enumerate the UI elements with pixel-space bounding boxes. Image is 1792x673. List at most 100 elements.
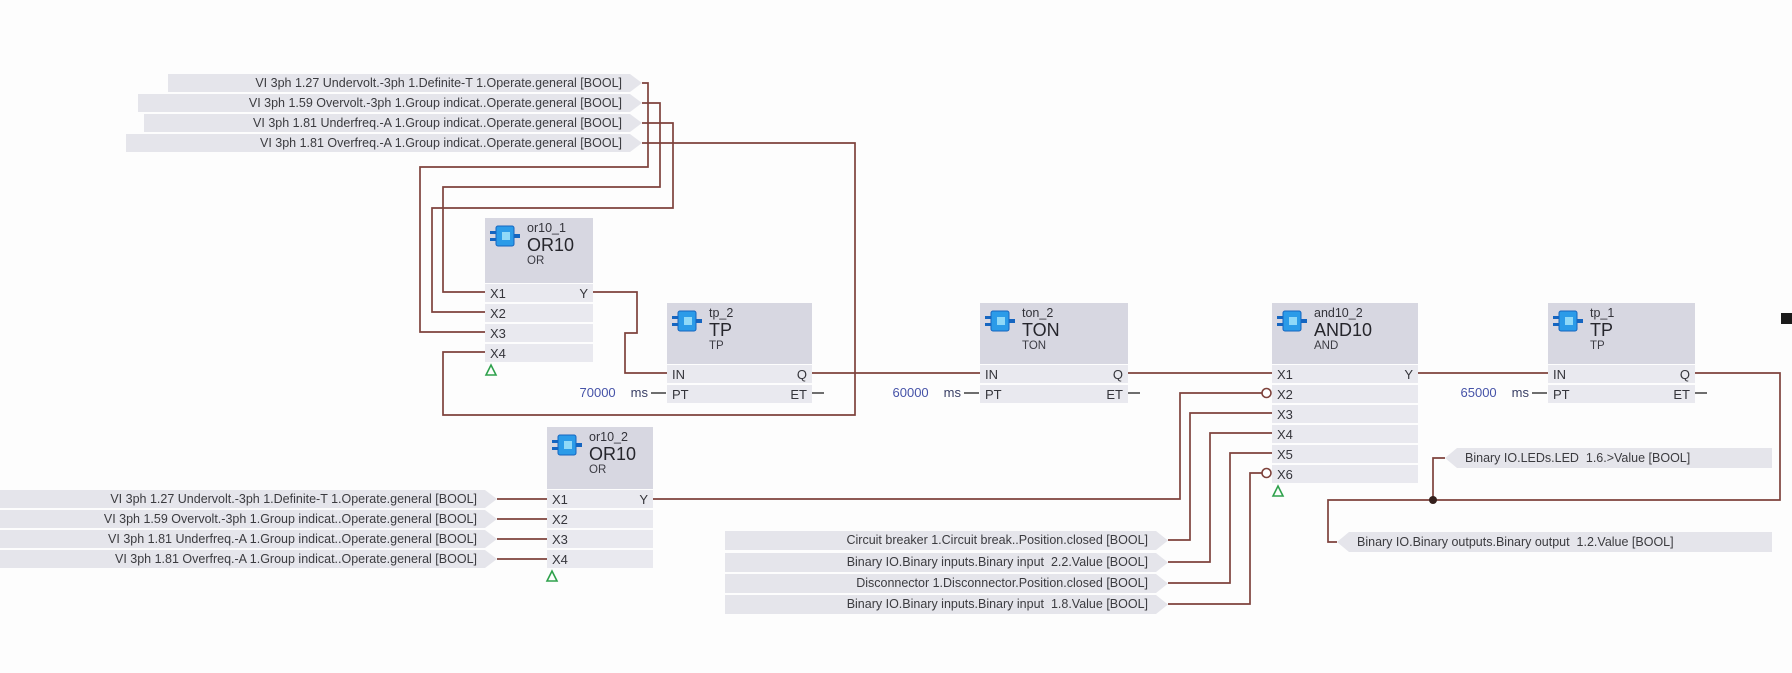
input-pin-negated[interactable]: X6 bbox=[1277, 466, 1293, 482]
pt-constant-ton_2[interactable]: 60000 ms bbox=[858, 385, 962, 401]
function-block-icon bbox=[1553, 309, 1583, 333]
input-pin[interactable]: X5 bbox=[1277, 446, 1293, 462]
wire[interactable] bbox=[1168, 452, 1272, 584]
block-header: or10_2 OR10 OR bbox=[547, 427, 653, 489]
pt-constant-tp_1[interactable]: 65000 ms bbox=[1426, 385, 1530, 401]
block-tp_2[interactable]: tp_2 TP TP IN Q PT ET bbox=[667, 303, 812, 405]
input-pin[interactable]: PT bbox=[1553, 386, 1570, 402]
wire[interactable] bbox=[1168, 432, 1272, 563]
block-type-name: TON bbox=[1022, 320, 1060, 340]
block-instance-name: and10_2 bbox=[1314, 306, 1363, 320]
output-pin[interactable]: ET bbox=[1673, 386, 1690, 402]
negation-circle[interactable] bbox=[1261, 387, 1272, 399]
block-instance-name: or10_2 bbox=[589, 430, 628, 444]
wire[interactable] bbox=[1168, 412, 1272, 541]
output-pin[interactable]: Q bbox=[1112, 366, 1123, 382]
function-block-icon bbox=[985, 309, 1015, 333]
pt-unit: ms bbox=[943, 385, 961, 400]
input-pin[interactable]: X3 bbox=[1277, 406, 1293, 422]
function-block-icon bbox=[672, 309, 702, 333]
pt-value[interactable]: 60000 bbox=[892, 385, 929, 400]
pt-constant-tp_2[interactable]: 70000 ms bbox=[545, 385, 649, 401]
block-instance-name: tp_1 bbox=[1590, 306, 1615, 320]
block-header: or10_1 OR10 OR bbox=[485, 218, 593, 283]
pt-unit: ms bbox=[1511, 385, 1529, 400]
block-family-name: OR bbox=[527, 255, 545, 267]
output-pin[interactable]: ET bbox=[1106, 386, 1123, 402]
wire[interactable] bbox=[593, 291, 667, 374]
output-ref-binary-output[interactable]: Binary IO.Binary outputs.Binary output 1… bbox=[1337, 532, 1772, 552]
block-and10_2[interactable]: and10_2 AND10 AND X1 Y X2 X3 X4 X5 X6 bbox=[1272, 303, 1418, 485]
input-pin[interactable]: X2 bbox=[490, 305, 506, 321]
input-pin[interactable]: X4 bbox=[552, 551, 568, 567]
pt-unit: ms bbox=[630, 385, 648, 400]
block-ton_2[interactable]: ton_2 TON TON IN Q PT ET bbox=[980, 303, 1128, 405]
expand-triangle-icon[interactable] bbox=[545, 569, 559, 582]
block-or10_1[interactable]: or10_1 OR10 OR X1 Y X2 X3 X4 bbox=[485, 218, 593, 364]
block-header: tp_1 TP TP bbox=[1548, 303, 1695, 364]
block-tp_1[interactable]: tp_1 TP TP IN Q PT ET bbox=[1548, 303, 1695, 405]
input-ref-underfreq-bottom[interactable]: VI 3ph 1.81 Underfreq.-A 1.Group indicat… bbox=[0, 530, 497, 548]
block-family-name: TP bbox=[1590, 340, 1605, 352]
input-ref-overvolt-top[interactable]: VI 3ph 1.59 Overvolt.-3ph 1.Group indica… bbox=[138, 94, 642, 112]
block-or10_2[interactable]: or10_2 OR10 OR X1 Y X2 X3 X4 bbox=[547, 427, 653, 570]
input-pin[interactable]: X3 bbox=[490, 325, 506, 341]
block-instance-name: or10_1 bbox=[527, 221, 566, 235]
wire[interactable] bbox=[1168, 472, 1262, 605]
input-pin-negated[interactable]: X2 bbox=[1277, 386, 1293, 402]
block-family-name: TON bbox=[1022, 340, 1047, 352]
input-ref-overvolt-bottom[interactable]: VI 3ph 1.59 Overvolt.-3ph 1.Group indica… bbox=[0, 510, 497, 528]
input-pin[interactable]: X1 bbox=[490, 285, 506, 301]
input-pin[interactable]: PT bbox=[672, 386, 689, 402]
input-pin[interactable]: IN bbox=[672, 366, 685, 382]
input-pin[interactable]: X1 bbox=[552, 491, 568, 507]
output-pin[interactable]: ET bbox=[790, 386, 807, 402]
input-ref-circuit-breaker[interactable]: Circuit breaker 1.Circuit break..Positio… bbox=[725, 531, 1168, 550]
input-ref-underfreq-top[interactable]: VI 3ph 1.81 Underfreq.-A 1.Group indicat… bbox=[144, 114, 642, 132]
input-ref-disconnector[interactable]: Disconnector 1.Disconnector.Position.clo… bbox=[725, 574, 1168, 593]
function-block-icon bbox=[490, 224, 520, 248]
block-type-name: TP bbox=[1590, 320, 1614, 340]
block-family-name: TP bbox=[709, 340, 724, 352]
pt-value[interactable]: 70000 bbox=[579, 385, 616, 400]
output-pin[interactable]: Q bbox=[796, 366, 807, 382]
block-instance-name: tp_2 bbox=[709, 306, 734, 320]
wire[interactable] bbox=[653, 392, 1262, 500]
output-ref-led[interactable]: Binary IO.LEDs.LED 1.6.>Value [BOOL] bbox=[1445, 448, 1772, 468]
input-pin[interactable]: IN bbox=[1553, 366, 1566, 382]
block-type-name: OR10 bbox=[589, 444, 637, 464]
junction-dot bbox=[1429, 496, 1437, 504]
block-header: ton_2 TON TON bbox=[980, 303, 1128, 364]
function-block-icon bbox=[1277, 309, 1307, 333]
output-pin[interactable]: Q bbox=[1679, 366, 1690, 382]
function-block-icon bbox=[552, 433, 582, 457]
expand-triangle-icon[interactable] bbox=[1271, 484, 1285, 497]
input-ref-binary-input-1-8[interactable]: Binary IO.Binary inputs.Binary input 1.8… bbox=[725, 595, 1168, 614]
block-type-name: TP bbox=[709, 320, 733, 340]
input-ref-overfreq-top[interactable]: VI 3ph 1.81 Overfreq.-A 1.Group indicat.… bbox=[126, 134, 642, 152]
selection-handle[interactable] bbox=[1781, 313, 1792, 324]
block-header: tp_2 TP TP bbox=[667, 303, 812, 364]
input-pin[interactable]: X4 bbox=[490, 345, 506, 361]
output-pin[interactable]: Y bbox=[579, 285, 588, 301]
input-pin[interactable]: X2 bbox=[552, 511, 568, 527]
input-pin[interactable]: PT bbox=[985, 386, 1002, 402]
input-pin[interactable]: X4 bbox=[1277, 426, 1293, 442]
pt-value[interactable]: 65000 bbox=[1460, 385, 1497, 400]
output-pin[interactable]: Y bbox=[639, 491, 648, 507]
input-ref-undervolt-top[interactable]: VI 3ph 1.27 Undervolt.-3ph 1.Definite-T … bbox=[168, 74, 642, 92]
block-header: and10_2 AND10 AND bbox=[1272, 303, 1418, 364]
input-ref-undervolt-bottom[interactable]: VI 3ph 1.27 Undervolt.-3ph 1.Definite-T … bbox=[0, 490, 497, 508]
input-pin[interactable]: X1 bbox=[1277, 366, 1293, 382]
expand-triangle-icon[interactable] bbox=[484, 363, 498, 376]
block-type-name: OR10 bbox=[527, 235, 575, 255]
input-ref-overfreq-bottom[interactable]: VI 3ph 1.81 Overfreq.-A 1.Group indicat.… bbox=[0, 550, 497, 568]
block-instance-name: ton_2 bbox=[1022, 306, 1054, 320]
input-pin[interactable]: IN bbox=[985, 366, 998, 382]
input-ref-binary-input-2-2[interactable]: Binary IO.Binary inputs.Binary input 2.2… bbox=[725, 553, 1168, 572]
input-pin[interactable]: X3 bbox=[552, 531, 568, 547]
output-pin[interactable]: Y bbox=[1404, 366, 1413, 382]
negation-circle[interactable] bbox=[1261, 467, 1272, 479]
wire[interactable] bbox=[1432, 457, 1445, 500]
